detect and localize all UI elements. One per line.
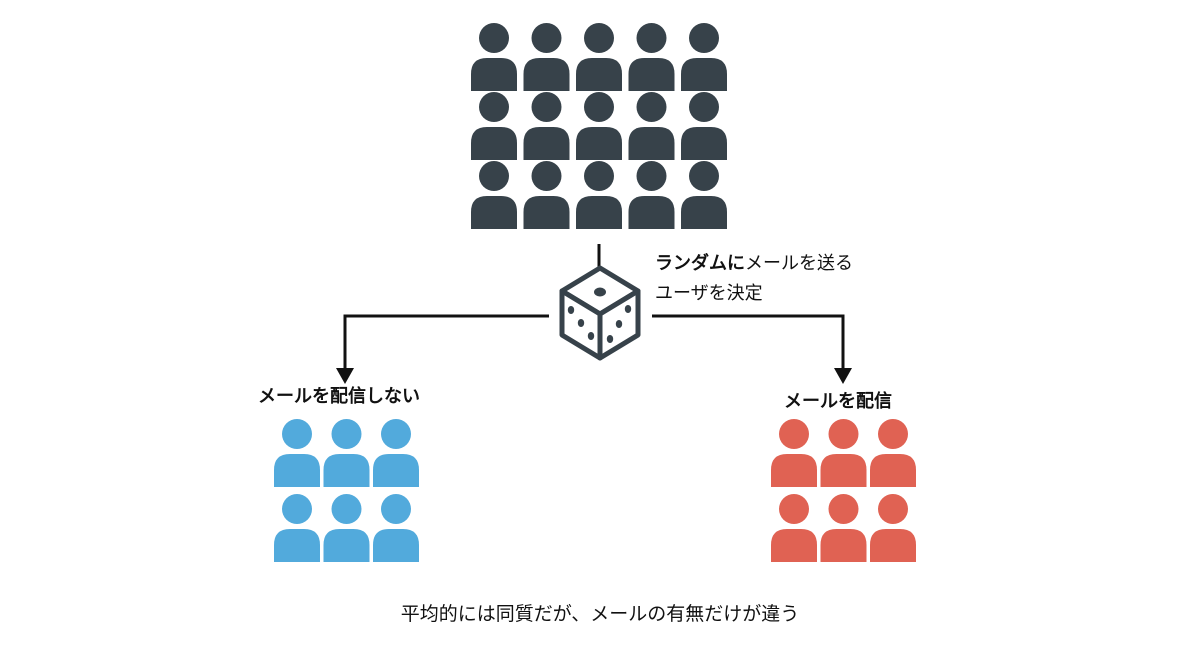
person-icon [373,419,419,487]
person-icon [681,92,727,160]
person-icon [820,419,867,487]
person-icon [628,23,675,91]
right-arrowhead [834,368,852,384]
person-icon [681,23,727,91]
control-group-label: メールを配信しない [258,386,420,407]
person-icon [373,494,419,562]
caption: 平均的には同質だが、メールの有無だけが違う [400,603,800,625]
person-icon [471,92,517,160]
person-icon [576,92,622,160]
person-icon [576,161,622,229]
random-line1: メールを送る [745,253,853,274]
person-icon [471,23,517,91]
person-icon [274,419,320,487]
person-icon [820,494,867,562]
control-group [274,419,419,562]
person-icon [771,419,817,487]
person-icon [870,419,916,487]
left-arrowhead [336,368,354,384]
person-icon [628,161,675,229]
person-icon [771,494,817,562]
person-icon [274,494,320,562]
treatment-group [771,419,916,562]
person-icon [576,23,622,91]
left-branch-line [343,314,549,370]
random-line2: ユーザを決定 [655,283,763,304]
person-icon [323,419,370,487]
random-emphasis: ランダムに [655,253,745,274]
random-assignment-label: ランダムにメールを送る ユーザを決定 [655,249,853,309]
person-icon [323,494,370,562]
person-icon [523,23,570,91]
branch-connectors [343,244,845,370]
person-icon [870,494,916,562]
dice-icon [559,265,641,361]
person-icon [681,161,727,229]
person-icon [628,92,675,160]
person-icon [523,161,570,229]
population-group [471,23,727,229]
person-icon [523,92,570,160]
person-icon [471,161,517,229]
treatment-group-label: メールを配信 [784,391,892,412]
right-branch-line [652,314,845,370]
